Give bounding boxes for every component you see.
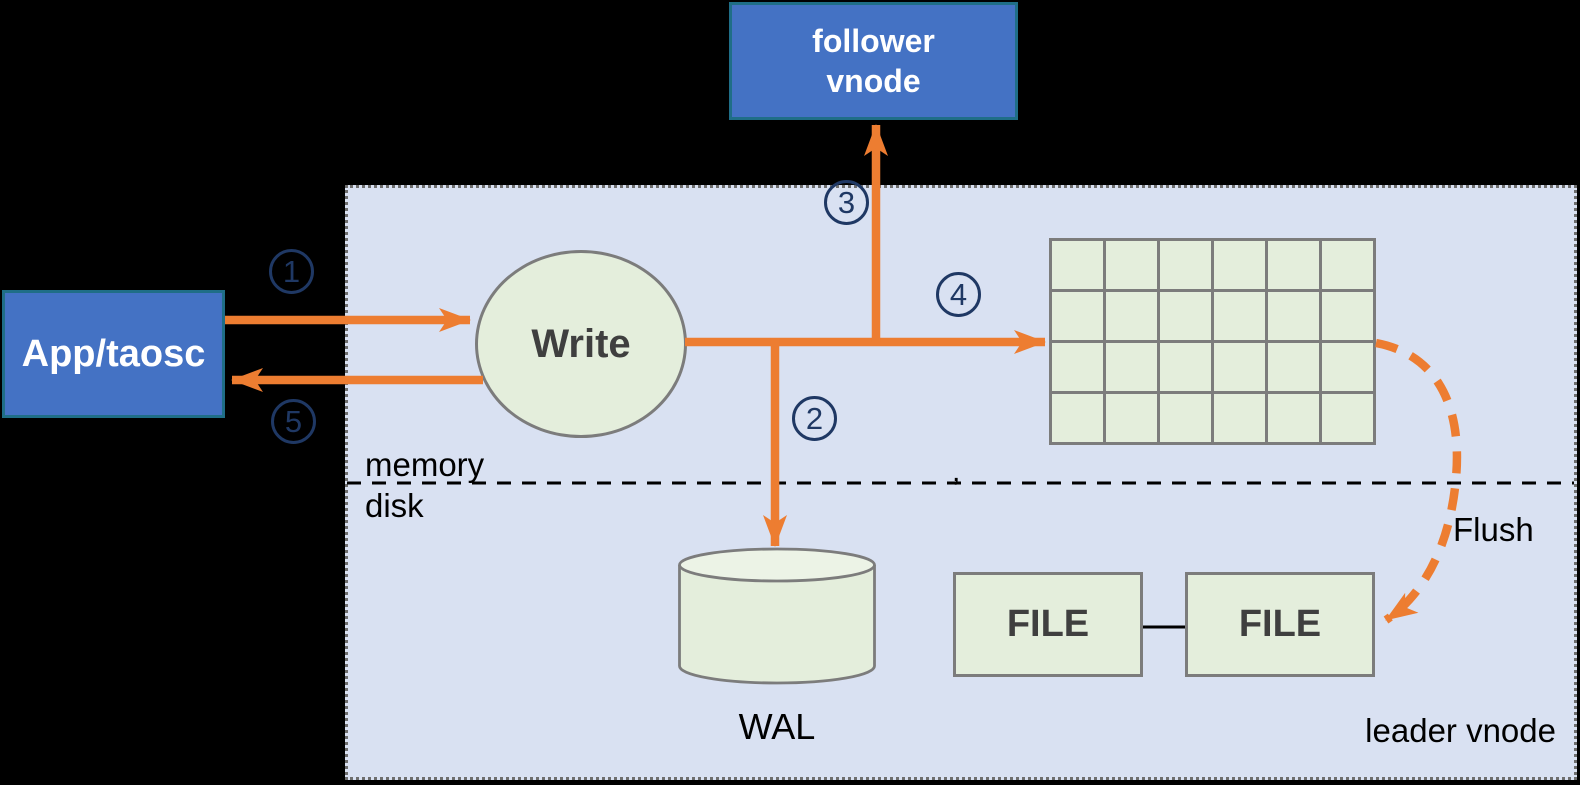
wal-cylinder [678, 547, 876, 685]
step-4-number: 4 [949, 276, 968, 312]
grid-cell [1106, 343, 1157, 391]
file-box-left: FILE [953, 572, 1143, 677]
grid-cell [1106, 241, 1157, 289]
grid-cell [1052, 343, 1103, 391]
step-1-badge: 1 [269, 249, 314, 294]
flush-label: Flush [1453, 511, 1534, 548]
grid-cell [1214, 292, 1265, 340]
leader-vnode-label: leader vnode [1365, 712, 1556, 749]
grid-cell [1214, 241, 1265, 289]
grid-cell [1322, 241, 1373, 289]
file-left-label: FILE [1006, 603, 1090, 645]
app-taosc-label: App/taosc [21, 332, 206, 375]
step-2-badge: 2 [792, 396, 837, 441]
step-1-number: 1 [282, 253, 301, 289]
grid-cell [1214, 394, 1265, 442]
grid-cell [1268, 292, 1319, 340]
grid-cell [1268, 394, 1319, 442]
step-5-number: 5 [284, 403, 303, 439]
step-3-number: 3 [837, 184, 856, 220]
grid-cell [1160, 292, 1211, 340]
step-3-badge: 3 [824, 180, 869, 225]
grid-cell [1052, 292, 1103, 340]
mem-table [1049, 238, 1376, 445]
grid-cell [1106, 394, 1157, 442]
grid-cell [1052, 241, 1103, 289]
grid-cell [1268, 241, 1319, 289]
write-node: Write [475, 250, 687, 438]
grid-cell [1322, 343, 1373, 391]
grid-cell [1160, 241, 1211, 289]
grid-cell [1160, 394, 1211, 442]
step-2-number: 2 [805, 400, 824, 436]
step-4-badge: 4 [936, 272, 981, 317]
grid-cell [1106, 292, 1157, 340]
grid-cell [1214, 343, 1265, 391]
write-label: Write [531, 321, 631, 366]
follower-vnode-line1: follower [812, 23, 935, 59]
app-taosc-box: App/taosc [2, 290, 225, 418]
memory-label: memory [365, 446, 485, 483]
grid-cell [1322, 292, 1373, 340]
follower-vnode-line2: vnode [826, 63, 921, 99]
follower-vnode-box: follower vnode [729, 2, 1018, 120]
disk-label: disk [365, 487, 424, 524]
grid-cell [1268, 343, 1319, 391]
grid-cell [1052, 394, 1103, 442]
file-right-label: FILE [1238, 603, 1322, 645]
grid-cell [1322, 394, 1373, 442]
stray-comma-mark: , [952, 455, 961, 488]
grid-cell [1160, 343, 1211, 391]
file-box-right: FILE [1185, 572, 1375, 677]
step-5-badge: 5 [271, 399, 316, 444]
wal-label: WAL [738, 706, 816, 747]
